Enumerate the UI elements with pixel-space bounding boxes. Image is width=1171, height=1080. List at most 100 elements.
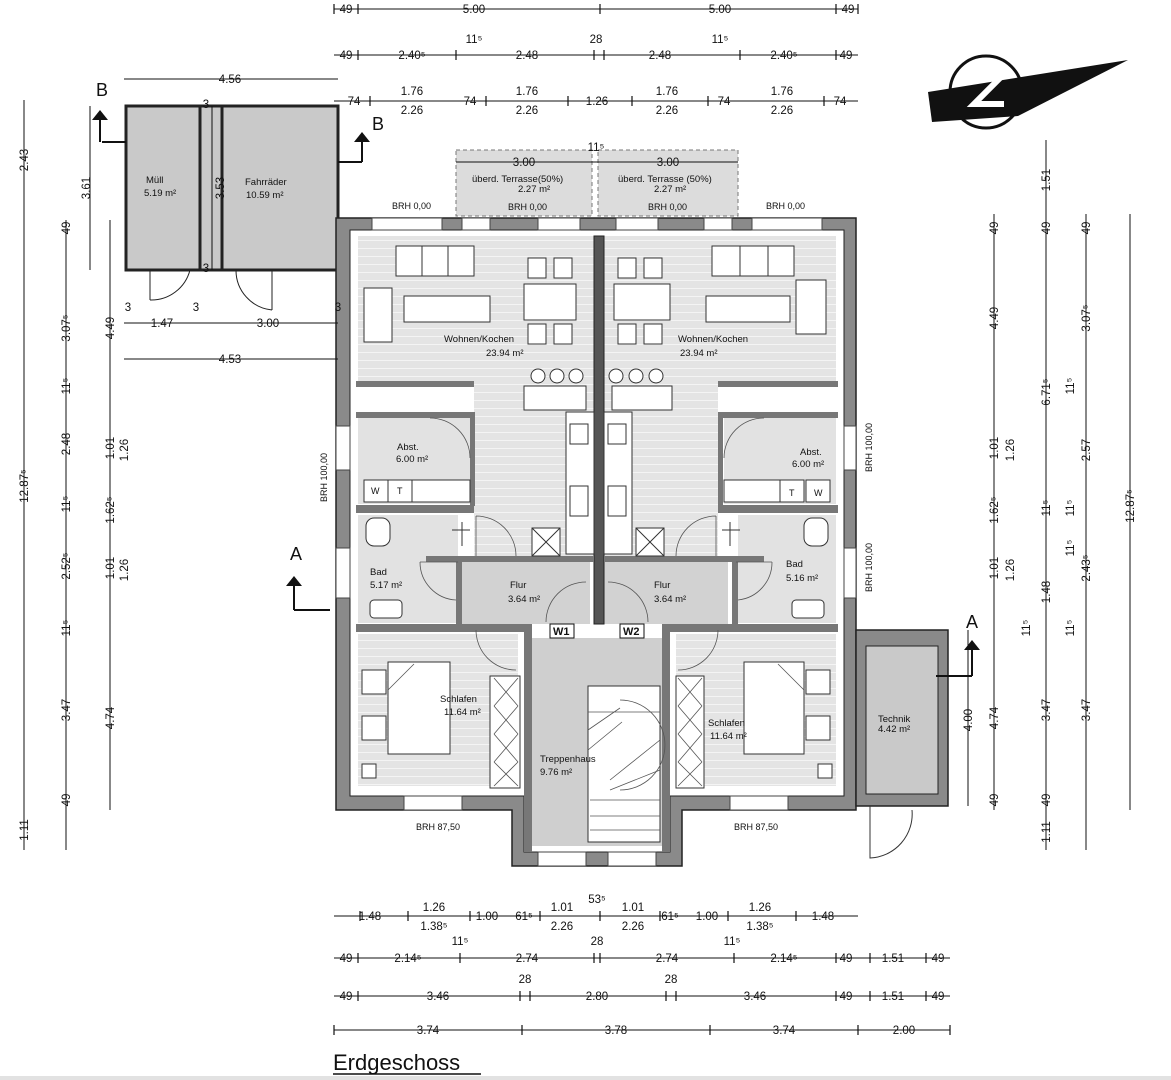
- dim-annex-width-mid-2: 3: [193, 302, 199, 314]
- room-bad-right-name: Bad: [786, 559, 803, 570]
- dim-top-row2-2: 11⁵: [466, 34, 483, 46]
- dim-right-a-8: 4.74: [989, 706, 1001, 729]
- dim-top-row3-top-3: 1.76: [771, 86, 793, 98]
- section-b-right: B: [372, 114, 384, 134]
- dryer-left: T: [397, 486, 403, 496]
- dim-annex-width-mid-4: 3: [335, 302, 341, 314]
- dim-right-c-6: 11⁵: [1021, 619, 1033, 636]
- dim-right-a-7: 4.00: [963, 709, 975, 731]
- dim-left-mid-0: 49: [61, 222, 73, 235]
- dim-terrace-0: 3.00: [513, 157, 535, 169]
- dim-bottom-row2-5: 2.74: [656, 953, 679, 965]
- room-fahrraeder-name: Fahrräder: [245, 177, 287, 188]
- dim-top-row2-1: 2.40⁵: [398, 50, 425, 62]
- dim-right-b-4: 11⁵: [1041, 499, 1053, 516]
- dim-right-b-0: 1.51: [1041, 169, 1053, 191]
- dim-left-mid-6: 11⁵: [61, 619, 73, 636]
- room-abst-right-name: Abst.: [800, 447, 822, 458]
- dim-right-a-5: 1.01: [989, 557, 1001, 579]
- washer-right: W: [814, 488, 823, 498]
- room-abst-left-area: 6.00 m²: [396, 454, 428, 465]
- brh-top-2: BRH 0,00: [508, 202, 547, 212]
- dim-bottom-row4-3: 2.00: [893, 1025, 915, 1037]
- dim-left-inner-5: 1.26: [119, 559, 131, 581]
- brh-bottom-right: BRH 87,50: [734, 822, 778, 832]
- dim-left-mid-3: 2.48: [61, 433, 73, 455]
- dim-right-a-0: 49: [989, 222, 1001, 235]
- dim-bottom-row1-bottom-8: 1.38⁵: [746, 921, 773, 933]
- room-wohnen-right-name: Wohnen/Kochen: [678, 334, 748, 345]
- room-muell-area: 5.19 m²: [144, 188, 176, 199]
- terraces: [455, 149, 739, 217]
- room-schlafen-left-area: 11.64 m²: [444, 707, 481, 718]
- dim-left-inner-6: 4.74: [105, 706, 117, 729]
- brh-side-left: BRH 100,00: [319, 453, 329, 502]
- north-arrow-icon: [928, 54, 1128, 130]
- dimension-ticks: [333, 4, 951, 1035]
- dim-top-row1-1: 5.00: [463, 4, 485, 16]
- dim-top-row1-3: 49: [842, 4, 855, 16]
- dim-bottom-row2-6: 11⁵: [724, 936, 741, 948]
- dim-left-inner-2: 1.26: [119, 439, 131, 461]
- dim-bottom-row1-bottom-7: 1.00: [696, 911, 718, 923]
- dim-left-outer-1: 12.87⁵: [19, 469, 31, 503]
- room-abst-left-name: Abst.: [397, 442, 419, 453]
- dim-right-c-3: 2.57: [1081, 439, 1093, 461]
- dim-bottom-row3-3: 2.80: [586, 991, 608, 1003]
- dim-bottom-row1-bottom-9: 1.48: [812, 911, 834, 923]
- dim-top-row3-top-0: 1.76: [401, 86, 423, 98]
- dim-top-row3-bottom-4: 1.26: [586, 96, 608, 108]
- dim-bottom-row1-bottom-3: 61⁵: [515, 911, 533, 923]
- room-bad-right-area: 5.16 m²: [786, 573, 818, 584]
- brh-top-4: BRH 0,00: [766, 201, 805, 211]
- dim-right-b-9: 1.11: [1041, 821, 1053, 843]
- dim-top-row2-6: 11⁵: [712, 34, 729, 46]
- room-schlafen-left-name: Schlafen: [440, 694, 477, 705]
- room-wohnen-left-name: Wohnen/Kochen: [444, 334, 514, 345]
- dim-right-a-6: 1.26: [1005, 559, 1017, 581]
- room-flur-left-name: Flur: [510, 580, 526, 591]
- dim-bottom-row1-bottom-2: 1.00: [476, 911, 498, 923]
- dim-bottom-row2-9: 1.51: [882, 953, 904, 965]
- dim-right-c-4: 11⁵: [1065, 539, 1077, 556]
- section-a-right: A: [966, 612, 978, 632]
- dim-left-mid-5: 2.52⁵: [61, 552, 73, 579]
- dim-right-b-2: 6.71⁵: [1041, 378, 1053, 405]
- brh-top-1: BRH 0,00: [392, 201, 431, 211]
- room-abst-right-area: 6.00 m²: [792, 459, 824, 470]
- dim-annex-width-mid-3: 3.00: [257, 318, 279, 330]
- window-w2-label: W2: [623, 626, 640, 638]
- technik-room: [855, 629, 949, 859]
- dim-right-b-5: 1.48: [1041, 581, 1053, 603]
- terrace-right-name: überd. Terrasse (50%): [618, 174, 712, 185]
- room-wohnen-left-area: 23.94 m²: [486, 348, 524, 359]
- dim-left-outer-2: 1.11: [19, 819, 31, 841]
- dim-bottom-row1-bottom-6: 61⁵: [661, 911, 679, 923]
- room-technik-name: Technik: [878, 714, 910, 725]
- dim-bottom-row4-2: 3.74: [773, 1025, 796, 1037]
- dim-bottom-row2-2: 11⁵: [452, 936, 469, 948]
- dim-bottom-row3-8: 49: [932, 991, 945, 1003]
- dim-right-c-1: 3.07⁵: [1081, 304, 1093, 331]
- dim-bottom-row1-bottom-1: 1.38⁵: [420, 921, 447, 933]
- dim-bottom-row1-bottom-5: 2.26: [622, 921, 644, 933]
- annex: [124, 104, 340, 311]
- dim-left-outer-0: 2.43: [19, 149, 31, 171]
- dim-annex-width-mid-1: 1.47: [151, 318, 173, 330]
- dim-annex-width-top: 4.56: [219, 74, 241, 86]
- dim-bottom-row2-8: 49: [840, 953, 853, 965]
- dim-left-mid-1: 3.07⁵: [61, 314, 73, 341]
- room-schlafen-right-name: Schlafen: [708, 718, 745, 729]
- section-b-left: B: [96, 80, 108, 100]
- window-w1-label: W1: [553, 626, 570, 638]
- room-bad-left-area: 5.17 m²: [370, 580, 402, 591]
- dim-bottom-row4-0: 3.74: [417, 1025, 440, 1037]
- dim-left-mid-2: 11⁵: [61, 377, 73, 394]
- dim-bottom-row1-bottom-0: 1.48: [359, 911, 381, 923]
- brh-side-right-lower: BRH 100,00: [864, 543, 874, 592]
- terrace-right-area: 2.27 m²: [654, 184, 686, 195]
- dim-bottom-row1-top-0: 1.26: [423, 902, 445, 914]
- plan-title: Erdgeschoss: [333, 1050, 460, 1075]
- dim-bottom-row3-4: 28: [665, 974, 678, 986]
